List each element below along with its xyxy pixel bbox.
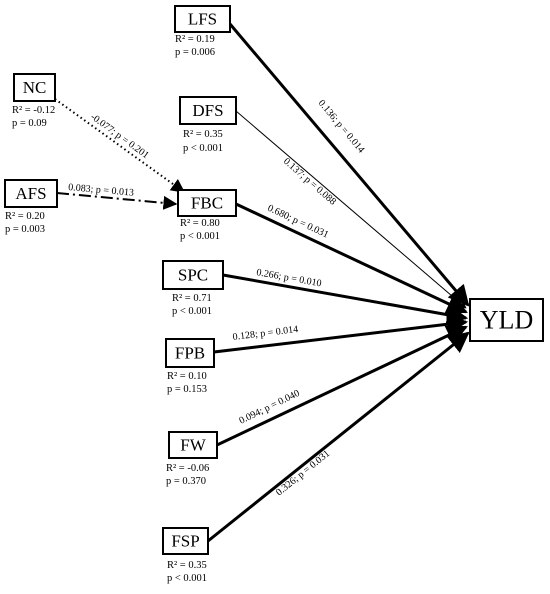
node-p: p = 0.09: [12, 118, 47, 129]
edge-lfs-yld: [228, 23, 470, 307]
node-p: p < 0.001: [180, 231, 220, 242]
node-label: FW: [180, 436, 206, 455]
edge-label-nc-fbc: -0.077; p = 0.201: [88, 112, 150, 162]
node-label: LFS: [188, 10, 217, 29]
node-r2: R² = -0.12: [12, 105, 55, 116]
edge-fw-yld: [216, 325, 468, 447]
node-p: p < 0.001: [183, 143, 223, 154]
node-r2: R² = 0.20: [5, 211, 45, 222]
edge-nc-fbc: [54, 98, 186, 193]
edge-label-fsp-yld: 0.326; p = 0.031: [274, 448, 332, 498]
node-afs: AFS R² = 0.20 p = 0.003: [4, 179, 58, 235]
edge-dfs-yld: [235, 110, 467, 309]
node-nc: NC R² = -0.12 p = 0.09: [12, 73, 56, 129]
edge-label-lfs-yld: 0.136; p = 0.014: [316, 98, 367, 156]
node-label: YLD: [480, 306, 533, 335]
node-r2: R² = 0.71: [172, 293, 212, 304]
node-fbc: FBC R² = 0.80 p < 0.001: [177, 189, 237, 242]
node-lfs: LFS R² = 0.19 p = 0.006: [174, 5, 231, 58]
node-fpb: FPB R² = 0.10 p = 0.153: [165, 338, 215, 395]
node-r2: R² = 0.35: [183, 129, 223, 140]
node-label: FSP: [171, 532, 199, 551]
node-label: SPC: [178, 266, 208, 285]
edge-fbc-yld: [235, 202, 468, 314]
edge-fsp-yld: [207, 331, 470, 543]
node-p: p < 0.001: [167, 573, 207, 584]
node-label: NC: [23, 78, 47, 97]
node-r2: R² = 0.19: [175, 34, 215, 45]
node-yld: YLD: [469, 298, 544, 342]
node-p: p = 0.003: [5, 224, 45, 235]
node-label: AFS: [15, 184, 46, 203]
edge-label-dfs-yld: 0.137; p = 0.088: [281, 156, 338, 208]
node-fsp: FSP R² = 0.35 p < 0.001: [162, 527, 209, 584]
node-label: FPB: [175, 344, 205, 363]
node-p: p = 0.006: [175, 47, 215, 58]
edge-fpb-yld: [213, 313, 469, 354]
node-label: FBC: [191, 194, 223, 213]
node-r2: R² = 0.80: [180, 218, 220, 229]
node-dfs: DFS R² = 0.35 p < 0.001: [179, 96, 237, 154]
edge-afs-fbc: [56, 192, 178, 210]
node-spc: SPC R² = 0.71 p < 0.001: [162, 260, 224, 317]
node-p: p = 0.153: [167, 384, 207, 395]
node-r2: R² = 0.35: [167, 560, 207, 571]
edges: [54, 23, 470, 543]
node-r2: R² = -0.06: [166, 463, 209, 474]
node-r2: R² = 0.10: [167, 371, 207, 382]
node-fw: FW R² = -0.06 p = 0.370: [166, 431, 218, 487]
node-p: p = 0.370: [166, 476, 206, 487]
edge-spc-yld: [222, 273, 469, 326]
node-label: DFS: [192, 101, 223, 120]
node-p: p < 0.001: [172, 306, 212, 317]
edge-label-fpb-yld: 0.128; p = 0.014: [232, 324, 299, 343]
